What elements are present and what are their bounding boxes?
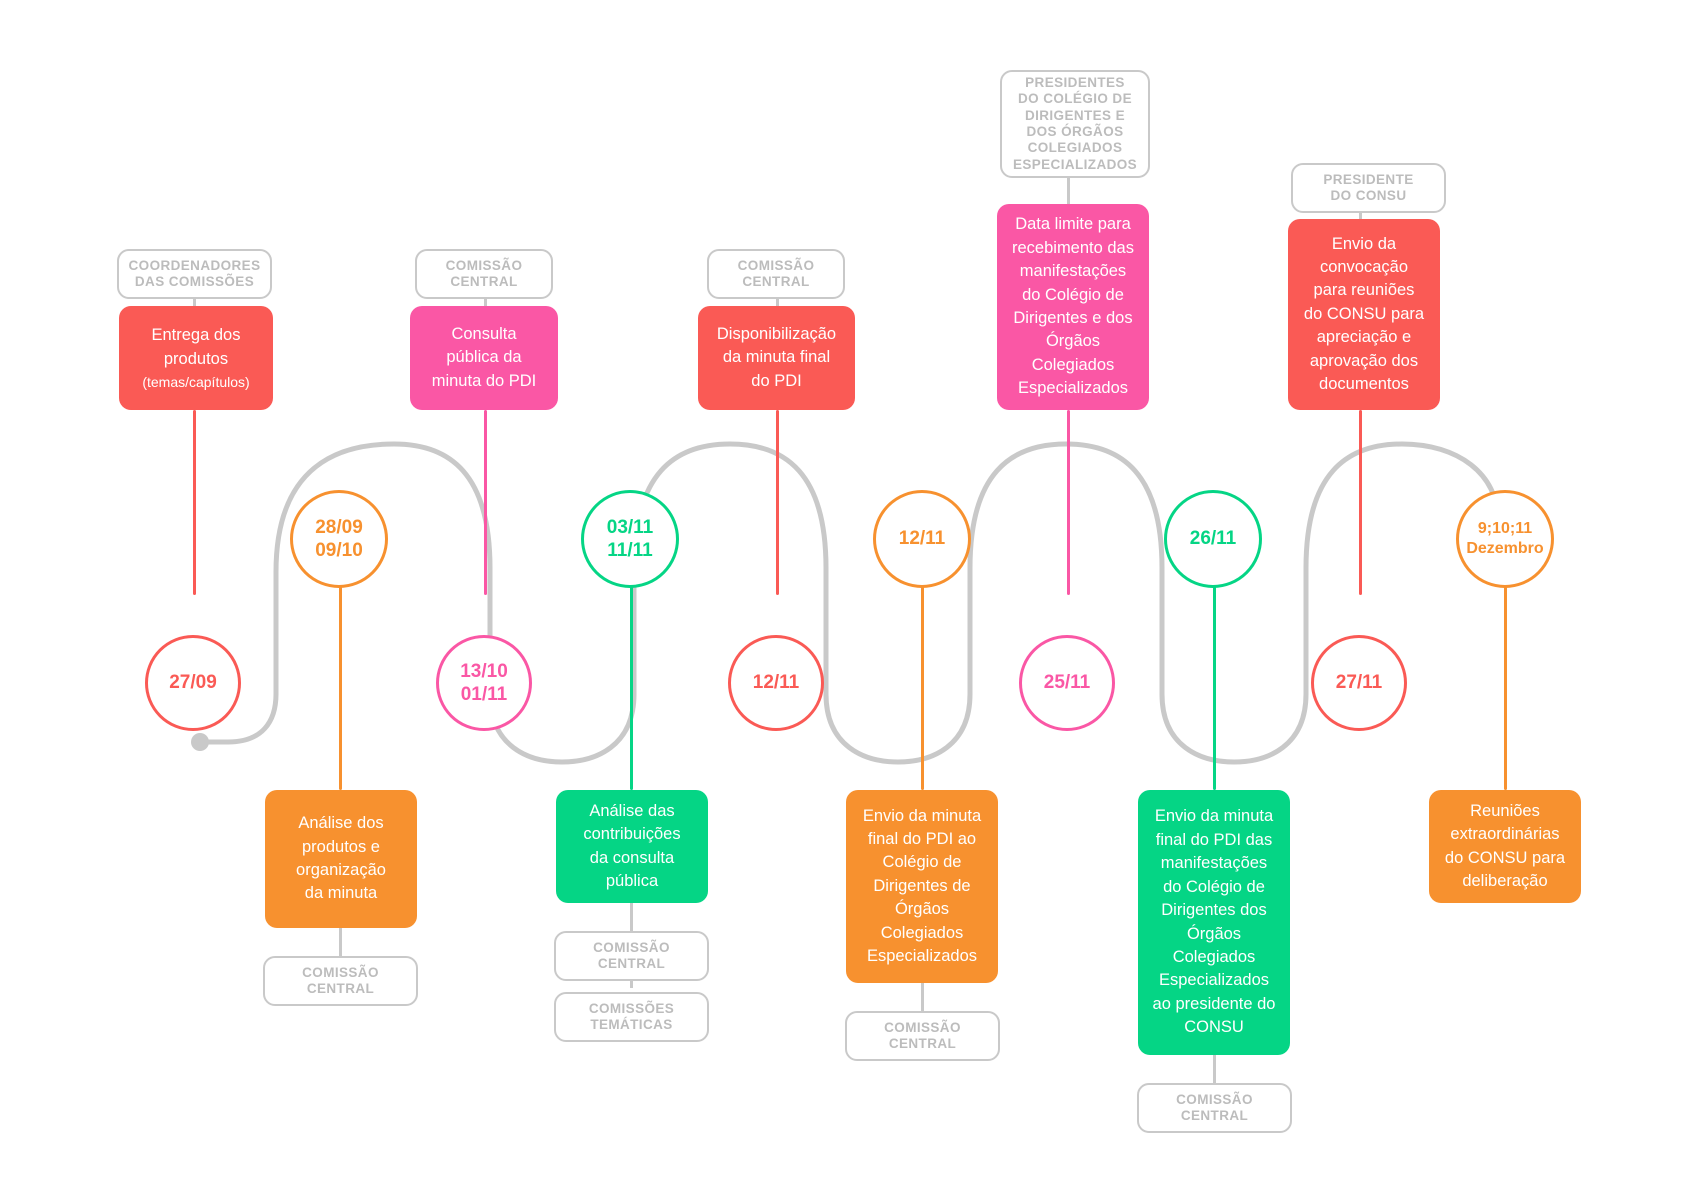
- chip-comissao-central-top-1: COMISSÃO CENTRAL: [415, 249, 553, 299]
- chip-comissao-central-bottom-2: COMISSÃO CENTRAL: [554, 931, 709, 981]
- card-data-limite-manifestacoes[interactable]: Data limite para recebimento das manifes…: [997, 204, 1149, 410]
- stem-green-1: [630, 575, 633, 790]
- card-subtext: (temas/capítulos): [142, 374, 250, 391]
- card-text: Reuniões extraordinárias do CONSU para d…: [1444, 801, 1566, 890]
- card-text: Análise dos produtos e organização da mi…: [296, 814, 386, 903]
- card-text: Data limite para recebimento das manifes…: [1012, 215, 1134, 398]
- date-circle-9-10-11-dezembro[interactable]: 9;10;11 Dezembro: [1456, 490, 1554, 588]
- chip-comissoes-tematicas: COMISSÕES TEMÁTICAS: [554, 992, 709, 1042]
- card-envio-minuta-ao-colegio[interactable]: Envio da minuta final do PDI ao Colégio …: [846, 790, 998, 983]
- card-analise-contribuicoes[interactable]: Análise das contribuições da consulta pú…: [556, 790, 708, 903]
- card-text: Envio da minuta final do PDI ao Colégio …: [862, 806, 982, 966]
- chip-comissao-central-top-2: COMISSÃO CENTRAL: [707, 249, 845, 299]
- stem-green-2: [1213, 575, 1216, 790]
- card-envio-minuta-manifestacoes[interactable]: Envio da minuta final do PDI das manifes…: [1138, 790, 1290, 1055]
- card-text: Disponibilização da minuta final do PDI: [716, 324, 837, 390]
- card-entrega-dos-produtos[interactable]: Entrega dos produtos (temas/capítulos): [119, 306, 273, 410]
- card-analise-dos-produtos[interactable]: Análise dos produtos e organização da mi…: [265, 790, 417, 928]
- card-reunioes-extraordinarias[interactable]: Reuniões extraordinárias do CONSU para d…: [1429, 790, 1581, 903]
- date-circle-12-11-upper[interactable]: 12/11: [873, 490, 971, 588]
- chip-comissao-central-bottom-4: COMISSÃO CENTRAL: [1137, 1083, 1292, 1133]
- card-text: Envio da minuta final do PDI das manifes…: [1152, 807, 1276, 1037]
- chip-connector-6: [339, 928, 342, 956]
- chip-connector-9: [921, 983, 924, 1011]
- date-circle-25-11[interactable]: 25/11: [1019, 635, 1115, 731]
- card-disponibilizacao-minuta-final[interactable]: Disponibilização da minuta final do PDI: [698, 306, 855, 410]
- card-text: Envio da convocação para reuniões do CON…: [1303, 234, 1425, 394]
- stem-pink-1: [484, 410, 487, 595]
- card-text: Entrega dos produtos: [151, 326, 241, 368]
- stem-pink-2: [1067, 410, 1070, 595]
- date-circle-26-11[interactable]: 26/11: [1164, 490, 1262, 588]
- date-circle-03-11-11-11[interactable]: 03/11 11/11: [581, 490, 679, 588]
- stem-orange-1: [339, 575, 342, 790]
- chip-coordenadores-das-comissoes: COORDENADORES DAS COMISSÕES: [117, 249, 272, 299]
- date-circle-27-11[interactable]: 27/11: [1311, 635, 1407, 731]
- stem-red-1: [193, 410, 196, 595]
- chip-connector-4: [1067, 176, 1070, 204]
- stem-red-2: [776, 410, 779, 595]
- date-circle-28-09-09-10[interactable]: 28/09 09/10: [290, 490, 388, 588]
- card-text: Análise das contribuições da consulta pú…: [583, 801, 681, 890]
- date-circle-12-11-lower[interactable]: 12/11: [728, 635, 824, 731]
- chip-comissao-central-bottom-1: COMISSÃO CENTRAL: [263, 956, 418, 1006]
- date-circle-27-09[interactable]: 27/09: [145, 635, 241, 731]
- chip-comissao-central-bottom-3: COMISSÃO CENTRAL: [845, 1011, 1000, 1061]
- chip-connector-10: [1213, 1055, 1216, 1083]
- stem-orange-3: [1504, 575, 1507, 790]
- card-text: Consulta pública da minuta do PDI: [431, 324, 537, 390]
- card-envio-convocacao-consu[interactable]: Envio da convocação para reuniões do CON…: [1288, 219, 1440, 410]
- chip-presidente-consu: PRESIDENTE DO CONSU: [1291, 163, 1446, 213]
- card-consulta-publica[interactable]: Consulta pública da minuta do PDI: [410, 306, 558, 410]
- chip-connector-7: [630, 903, 633, 931]
- stem-orange-2: [921, 575, 924, 790]
- date-circle-13-10-01-11[interactable]: 13/10 01/11: [436, 635, 532, 731]
- chip-presidentes-colegio-dirigentes: PRESIDENTES DO COLÉGIO DE DIRIGENTES E D…: [1000, 70, 1150, 178]
- stem-red-3: [1359, 410, 1362, 595]
